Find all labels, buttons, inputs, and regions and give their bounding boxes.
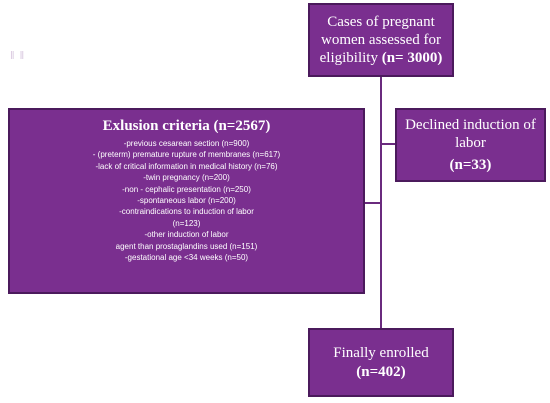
declined-line2: labor — [455, 135, 486, 151]
connector-to-exclusion — [365, 202, 381, 204]
exclusion-item: -previous cesarean section (n=900) — [123, 139, 250, 148]
declined-box: Declined induction of labor (n=33) — [395, 108, 546, 182]
exclusion-item: (n=123) — [172, 218, 201, 228]
exclusion-item: -twin pregnancy (n=200) — [143, 173, 230, 183]
assessed-line1: Cases of pregnant — [327, 14, 435, 30]
exclusion-item: - (preterm) premature rupture of membran… — [92, 150, 281, 160]
assessed-line3-prefix: eligibility — [319, 50, 382, 66]
enrolled-box: Finally enrolled (n=402) — [308, 328, 454, 397]
assessed-count: (n= 3000) — [381, 50, 443, 66]
declined-line1: Declined induction of — [405, 117, 536, 133]
exclusion-item: -non - cephalic presentation (n=250) — [122, 184, 251, 194]
ghost-text-artifact: ‖ ‖ — [10, 50, 26, 62]
enrolled-count: (n=402) — [356, 363, 406, 380]
exclusion-item: -other induction of labor — [144, 230, 229, 240]
exclusion-box: Exlusion criteria (n=2567) -previous ces… — [8, 108, 365, 294]
assessed-line3: eligibility (n= 3000) — [310, 49, 452, 67]
exclusion-title: Exlusion criteria (n=2567) — [102, 118, 271, 134]
exclusion-item: -lack of critical information in medical… — [95, 161, 278, 171]
exclusion-item: -spontaneous labor (n=200) — [137, 196, 236, 206]
exclusion-item: -contraindications to induction of labor — [119, 207, 254, 217]
declined-count: (n=33) — [449, 157, 492, 173]
assessed-line2: women assessed for — [321, 32, 441, 48]
exclusion-item: -gestational age <34 weeks (n=50) — [124, 253, 249, 263]
connector-to-declined — [380, 143, 395, 145]
exclusion-item: agent than prostaglandins used (n=151) — [115, 241, 258, 251]
enrolled-line1: Finally enrolled — [333, 344, 429, 361]
assessed-box: Cases of pregnant women assessed for eli… — [308, 3, 454, 77]
connector-vertical-main — [380, 77, 382, 328]
